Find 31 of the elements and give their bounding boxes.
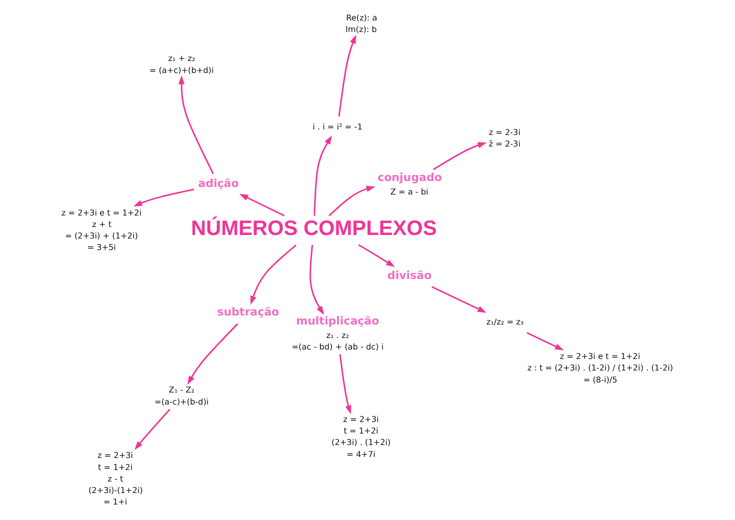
arrow bbox=[314, 136, 332, 216]
node-text: z₁ + z₂ = (a+c)+(b+d)i bbox=[149, 53, 214, 75]
arrow bbox=[187, 323, 238, 385]
arrow bbox=[432, 142, 487, 170]
node-text: i . i = i² = -1 bbox=[312, 121, 362, 132]
node-text: Z₁ - Z₂ =(a-c)+(b-d)i bbox=[154, 384, 209, 406]
node-text: subtração bbox=[217, 306, 280, 319]
node-text: Re(z): a Im(z): b bbox=[346, 12, 378, 34]
node-text: multiplicação z₁ . z₂ =(ac - bd) + (ab - dc) i bbox=[292, 314, 384, 352]
arrow bbox=[239, 194, 285, 216]
arrow bbox=[358, 244, 395, 268]
node-text: z = 2+3i t = 1+2i z - t (2+3i)-(1+2i) = 1+i bbox=[88, 450, 143, 507]
node-text: z = 2-3i z̄ = 2-3i bbox=[488, 126, 520, 149]
arrow bbox=[310, 244, 324, 315]
node-text: z = 2+3i t = 1+2i (2+3i) . (1+2i) = 4+7i bbox=[332, 414, 391, 459]
arrow bbox=[328, 186, 376, 216]
node-text: z = 2+3i e t = 1+2i z + t = (2+3i) + (1+2i) = 3+5i bbox=[61, 207, 142, 252]
arrow bbox=[178, 75, 214, 174]
arrow bbox=[432, 286, 486, 313]
node-text: z₁/z₂ = z₃ bbox=[486, 316, 524, 327]
arrow bbox=[250, 244, 297, 305]
arrow bbox=[133, 188, 194, 207]
arrow bbox=[339, 354, 352, 414]
node-text: z = 2+3i e t = 1+2i z : t = (2+3i) . (1-2i) / (1+2i) . (1-2i) = (8-i)/5 bbox=[527, 351, 674, 384]
node-text: adição bbox=[198, 176, 239, 190]
arrow bbox=[134, 408, 170, 450]
node-text: conjugado Z = a - bi bbox=[378, 170, 442, 196]
arrow bbox=[526, 332, 564, 350]
node-text: divisão bbox=[387, 268, 432, 282]
arrow bbox=[338, 34, 356, 117]
node-text: NÚMEROS COMPLEXOS bbox=[190, 216, 437, 240]
